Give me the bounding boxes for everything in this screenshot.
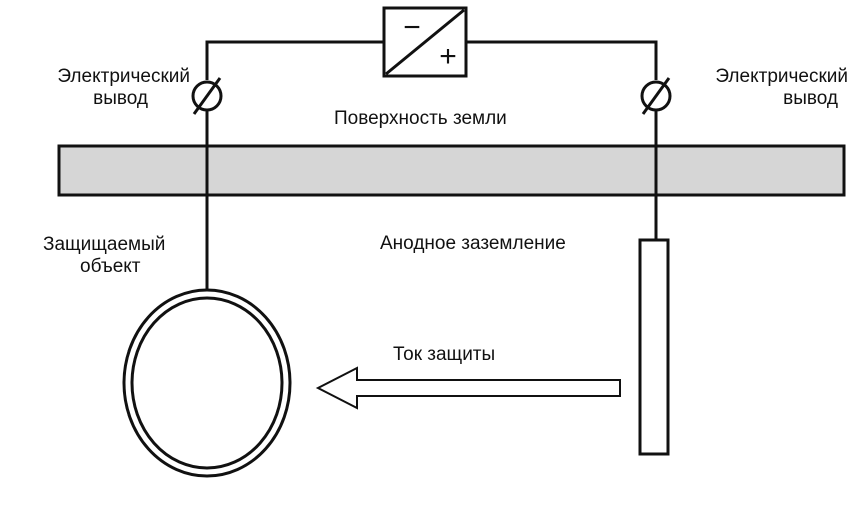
terminal-right-label-line1: Электрический — [715, 66, 848, 87]
terminal-left-label-line2: вывод — [93, 88, 148, 109]
protection-current-label: Ток защиты — [393, 344, 496, 365]
terminal-left-label: Электрический вывод — [14, 66, 190, 110]
converter-box: − + — [382, 6, 468, 78]
anode-ground-label: Анодное заземление — [380, 233, 566, 254]
protection-current-arrow — [315, 366, 621, 410]
wire-top-right — [466, 40, 658, 80]
terminal-left-icon — [191, 77, 223, 115]
converter-minus: − — [403, 11, 421, 44]
terminal-left-label-line1: Электрический — [57, 66, 190, 87]
ground-surface-band — [57, 144, 846, 197]
terminal-right-label: Электрический вывод — [672, 66, 848, 110]
anode-electrode — [638, 238, 670, 456]
protected-object-label: Защищаемый объект — [43, 234, 203, 278]
converter-plus: + — [439, 40, 457, 73]
wire-top — [205, 40, 384, 80]
terminal-right-icon — [640, 77, 672, 115]
protected-object-label-line2: объект — [80, 256, 141, 277]
terminal-right-label-line2: вывод — [783, 88, 838, 109]
ground-surface-label: Поверхность земли — [334, 108, 507, 129]
protected-object-label-line1: Защищаемый — [43, 234, 166, 255]
protected-object-icon — [122, 288, 292, 478]
